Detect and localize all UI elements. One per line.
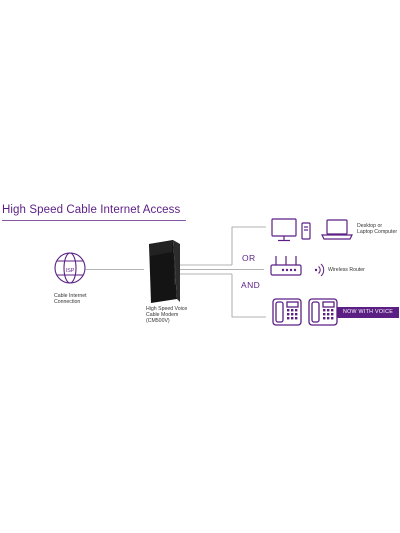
and-label: AND (241, 280, 261, 290)
desktop-computer-icon (271, 218, 311, 242)
modem-label: High Speed Voice Cable Modem (CM500V) (146, 306, 187, 325)
router-label: Wireless Router (328, 267, 365, 273)
computer-label-line: Laptop Computer (357, 229, 398, 236)
diagram-title: High Speed Cable Internet Access (2, 204, 181, 216)
isp-label-line: Cable Internet (54, 293, 87, 299)
wireless-signal-icon (314, 263, 325, 277)
wireless-router-icon (270, 256, 302, 276)
now-with-voice-badge: NOW WITH VOICE (337, 307, 399, 318)
cable-modem-device (149, 240, 180, 303)
isp-label-line: Connection (54, 299, 81, 306)
modem-label-line: Cable Modem (146, 312, 179, 319)
laptop-computer-icon (321, 219, 353, 240)
modem-label-line: High Speed Voice (146, 306, 188, 312)
computer-label-line: Desktop or (357, 223, 383, 229)
phone-icon-1 (272, 298, 302, 326)
connector-lines (180, 226, 266, 318)
isp-label: Cable Internet Connection (54, 293, 87, 305)
isp-globe-icon (54, 252, 86, 284)
modem-label-line: (CM500V) (146, 318, 170, 325)
phone-icon-2 (308, 298, 338, 326)
computer-label: Desktop or Laptop Computer (357, 223, 397, 235)
isp-icon-label: ISP (65, 268, 75, 274)
or-label: OR (242, 253, 256, 263)
